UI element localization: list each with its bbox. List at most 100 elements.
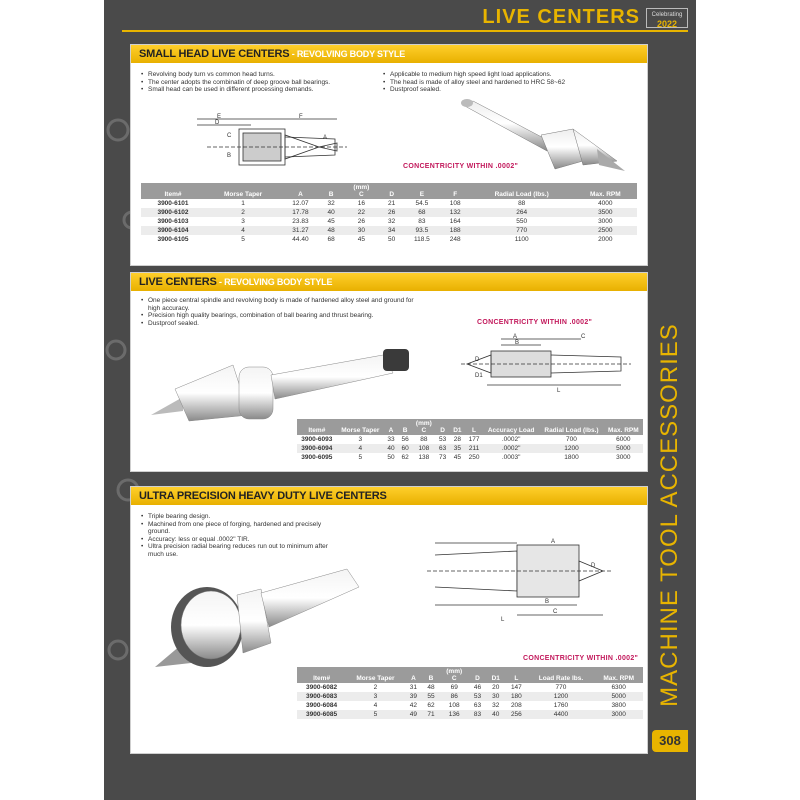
table-cell: 4 <box>336 444 384 453</box>
item-number-cell: 3900-6083 <box>297 692 347 701</box>
table-cell: 26 <box>380 208 404 217</box>
item-number-cell: 3900-6095 <box>301 454 333 461</box>
col-header: Morse Taper <box>205 183 282 199</box>
section-heading: ULTRA PRECISION HEAVY DUTY LIVE CENTERS <box>131 487 647 505</box>
col-header: Radial Load (lbs.) <box>539 419 604 435</box>
table-cell: 60 <box>398 444 413 453</box>
table-cell: 21 <box>388 200 396 207</box>
feature-item: Dustproof sealed. <box>141 320 421 328</box>
table-cell: 3000 <box>594 710 643 719</box>
table-cell: 83 <box>418 218 426 225</box>
table-cell: 88 <box>518 200 526 207</box>
col-header: (mm)C <box>412 419 436 435</box>
table-cell: 4000 <box>598 200 613 207</box>
feature-list: One piece central spindle and revolving … <box>141 297 421 327</box>
feature-item: Revolving body turn vs common head turns… <box>141 71 381 79</box>
feature-item: Dustproof sealed. <box>383 86 633 94</box>
table-cell: 20 <box>492 684 500 691</box>
table-cell: 16 <box>357 200 365 207</box>
dim-label-b: B <box>545 599 549 605</box>
unit-label: (mm) <box>415 420 432 427</box>
feature-item: Applicable to medium high speed light lo… <box>383 71 633 79</box>
feature-item: The head is made of alloy steel and hard… <box>383 79 633 87</box>
feature-item: Accuracy: less or equal .0002" TIR. <box>141 536 331 544</box>
table-cell: 69 <box>450 684 458 691</box>
table-cell: 54.5 <box>415 200 429 207</box>
table-cell: 248 <box>449 236 461 243</box>
table-cell: 132 <box>440 208 470 217</box>
table-cell: 3 <box>346 692 405 701</box>
table-cell: 42 <box>409 702 418 709</box>
table-cell: 3000 <box>598 218 613 225</box>
item-number-cell: 3900-6084 <box>306 702 338 709</box>
col-header: B <box>319 183 343 199</box>
table-cell: 550 <box>516 218 528 225</box>
dim-label-f: F <box>299 114 303 120</box>
table-cell: 6300 <box>611 684 626 691</box>
col-header: F <box>440 183 470 199</box>
table-cell: 88 <box>420 436 428 443</box>
table-cell: 40 <box>319 208 343 217</box>
header-rule <box>122 30 688 32</box>
table-cell: 1760 <box>553 702 569 709</box>
table-cell: 5 <box>346 710 405 719</box>
section-live-centers: LIVE CENTERS - REVOLVING BODY STYLE One … <box>130 272 648 472</box>
dimension-drawing: E D F C B A <box>197 114 347 166</box>
col-header: Max. RPM <box>594 667 643 683</box>
table-cell: 32 <box>388 218 396 225</box>
col-header: Radial Load (lbs.) <box>469 183 574 199</box>
col-header: D <box>468 667 487 683</box>
page-title: LIVE CENTERS <box>482 6 640 28</box>
concentricity-note: CONCENTRICITY WITHIN .0002" <box>523 655 639 662</box>
table-cell: 83 <box>468 710 487 719</box>
item-number-cell: 3900-6105 <box>157 236 189 243</box>
table-cell: 108 <box>448 702 460 709</box>
col-header: Max. RPM <box>603 419 643 435</box>
col-header: D1 <box>449 419 466 435</box>
table-cell: 45 <box>327 218 335 225</box>
table-cell: 136 <box>439 710 469 719</box>
col-header: B <box>398 419 413 435</box>
table-cell: 208 <box>510 702 522 709</box>
table-cell: .0002" <box>483 444 540 453</box>
table-cell: 12.07 <box>292 200 309 207</box>
table-cell: 5000 <box>594 692 643 701</box>
dim-label-c: C <box>553 609 558 615</box>
table-cell: 40 <box>486 710 506 719</box>
dim-label-d: D <box>215 120 220 126</box>
table-cell: 48 <box>319 226 343 235</box>
table-cell: 30 <box>486 692 506 701</box>
table-cell: 770 <box>555 684 567 691</box>
section-title: SMALL HEAD LIVE CENTERS <box>139 48 290 60</box>
dim-label-b: B <box>227 153 231 159</box>
dim-label-c: C <box>227 133 232 139</box>
concentricity-note: CONCENTRICITY WITHIN .0002" <box>477 319 593 326</box>
section-heading: LIVE CENTERS - REVOLVING BODY STYLE <box>131 273 647 291</box>
item-number-cell: 3900-6104 <box>141 226 205 235</box>
table-cell: 4400 <box>527 710 595 719</box>
concentricity-note: CONCENTRICITY WITHIN .0002" <box>403 163 519 170</box>
table-cell: 53 <box>468 692 487 701</box>
col-header: Item# <box>141 183 205 199</box>
live-center-photo <box>151 349 409 422</box>
table-cell: 63 <box>435 444 450 453</box>
item-number-cell: 3900-6085 <box>297 710 347 719</box>
section-heading: SMALL HEAD LIVE CENTERS - REVOLVING BODY… <box>131 45 647 63</box>
dim-label-a: A <box>551 539 555 545</box>
dim-label-d1: D1 <box>475 373 483 379</box>
dimension-drawing: A B C D D1 L <box>461 334 631 393</box>
col-header: A <box>404 667 423 683</box>
col-header: A <box>383 419 399 435</box>
feature-list: Applicable to medium high speed light lo… <box>383 71 633 94</box>
item-number-cell: 3900-6082 <box>306 684 338 691</box>
table-cell: 33 <box>387 436 395 443</box>
table-cell: 1 <box>241 200 245 207</box>
